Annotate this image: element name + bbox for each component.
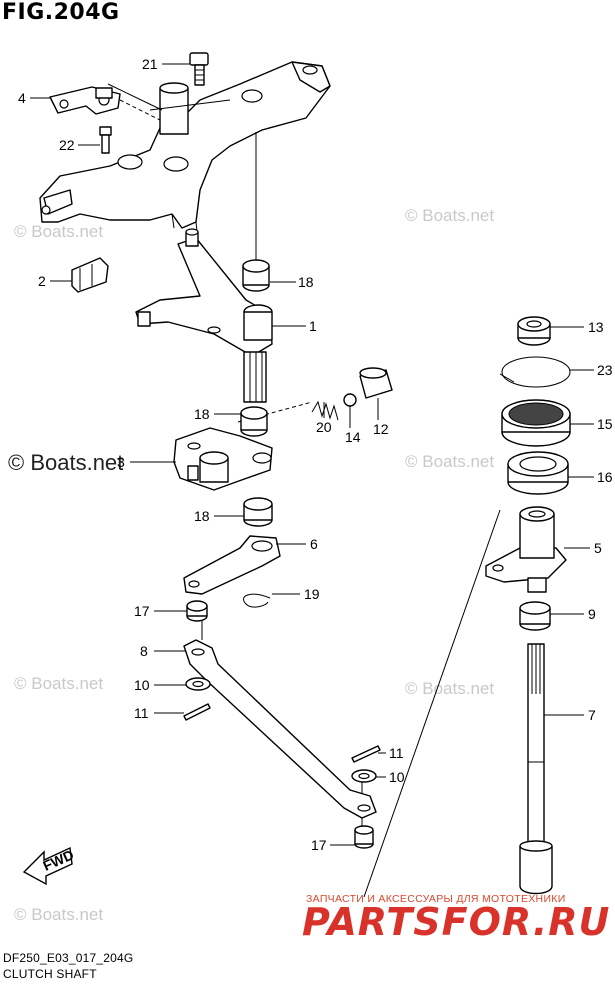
- leader-lines: [107, 83, 501, 898]
- callout-20: 20: [316, 419, 332, 435]
- callout-11: 11: [134, 705, 149, 721]
- promo-logo: PARTSFOR.RU: [302, 900, 611, 944]
- callout-18: 18: [194, 406, 210, 422]
- callout-17: 17: [134, 603, 150, 619]
- watermark: © Boats.net: [14, 222, 104, 241]
- part-19-circlip: [243, 593, 271, 608]
- part-20-spring: [311, 400, 339, 421]
- part-11-pin-lower: [351, 745, 381, 763]
- part-13-plug: [517, 316, 551, 346]
- part-1-clutch-arm: [135, 228, 273, 403]
- callout-7: 7: [588, 707, 596, 723]
- watermark: © Boats.net: [14, 674, 104, 693]
- figure-caption: CLUTCH SHAFT: [3, 967, 97, 981]
- part-18-bushing-upper: [242, 259, 270, 292]
- figure-title: FIG.204G: [2, 0, 120, 25]
- callout-14: 14: [345, 429, 361, 445]
- part-2-clip: [71, 257, 109, 293]
- part-23-snap-ring: [499, 356, 571, 388]
- callout-16: 16: [597, 469, 613, 485]
- callout-8: 8: [140, 643, 148, 659]
- part-8-link: [183, 639, 377, 819]
- part-17-bushing-lower: [354, 825, 374, 849]
- callout-19: 19: [304, 586, 320, 602]
- watermark: © Boats.net: [405, 452, 495, 471]
- callout-1: 1: [309, 318, 317, 334]
- callout-6: 6: [310, 536, 318, 552]
- callout-2: 2: [38, 273, 46, 289]
- callout-11: 11: [389, 745, 404, 761]
- part-10-washer-lower: [351, 769, 377, 783]
- part-15-bearing: [501, 399, 571, 447]
- callout-5: 5: [594, 540, 602, 556]
- callout-10: 10: [134, 677, 150, 693]
- callout-18: 18: [298, 274, 314, 290]
- part-10-washer-upper: [185, 677, 211, 691]
- watermark-large: © Boats.net: [8, 450, 124, 475]
- callout-17: 17: [311, 837, 327, 853]
- callout-10: 10: [389, 769, 405, 785]
- part-17-bushing-upper: [186, 600, 208, 622]
- fwd-arrow-icon: [22, 846, 73, 886]
- part-12-sleeve: [359, 367, 393, 399]
- watermark: © Boats.net: [405, 206, 495, 225]
- part-4-plate: [49, 86, 121, 115]
- callout-4: 4: [18, 90, 26, 106]
- callout-22: 22: [59, 137, 75, 153]
- callout-23: 23: [597, 362, 613, 378]
- callout-12: 12: [373, 421, 389, 437]
- callout-21: 21: [142, 56, 158, 72]
- part-21-bolt: [189, 52, 209, 86]
- callout-leaders: [30, 63, 594, 846]
- promo-tagline: ЗАПЧАСТИ И АКСЕССУАРЫ ДЛЯ МОТОТЕХНИКИ: [306, 893, 566, 905]
- part-7-clutch-shaft: [519, 643, 553, 895]
- watermark: © Boats.net: [14, 905, 104, 924]
- callout-18: 18: [194, 508, 210, 524]
- part-22-screw: [99, 126, 112, 154]
- part-6-lever: [183, 535, 281, 595]
- part-18-bushing-lower: [243, 497, 273, 527]
- part-3-housing: [173, 427, 273, 491]
- callout-numbers: 21 4 22 2 18 1 18 3 20 14 12 18 6 19 17 …: [18, 56, 613, 853]
- part-18-bushing-mid: [240, 406, 268, 437]
- part-9-bushing: [519, 601, 551, 631]
- callout-9: 9: [588, 606, 596, 622]
- figure-code: DF250_E03_017_204G: [3, 951, 134, 965]
- upper-bracket: [39, 61, 331, 261]
- part-16-seal: [507, 451, 569, 495]
- callout-3: 3: [117, 454, 125, 470]
- callout-15: 15: [597, 416, 613, 432]
- watermark: © Boats.net: [405, 679, 495, 698]
- callout-13: 13: [588, 319, 604, 335]
- part-5-shaft-holder: [485, 506, 567, 593]
- part-11-pin-upper: [183, 703, 211, 721]
- part-14-ball: [343, 393, 357, 407]
